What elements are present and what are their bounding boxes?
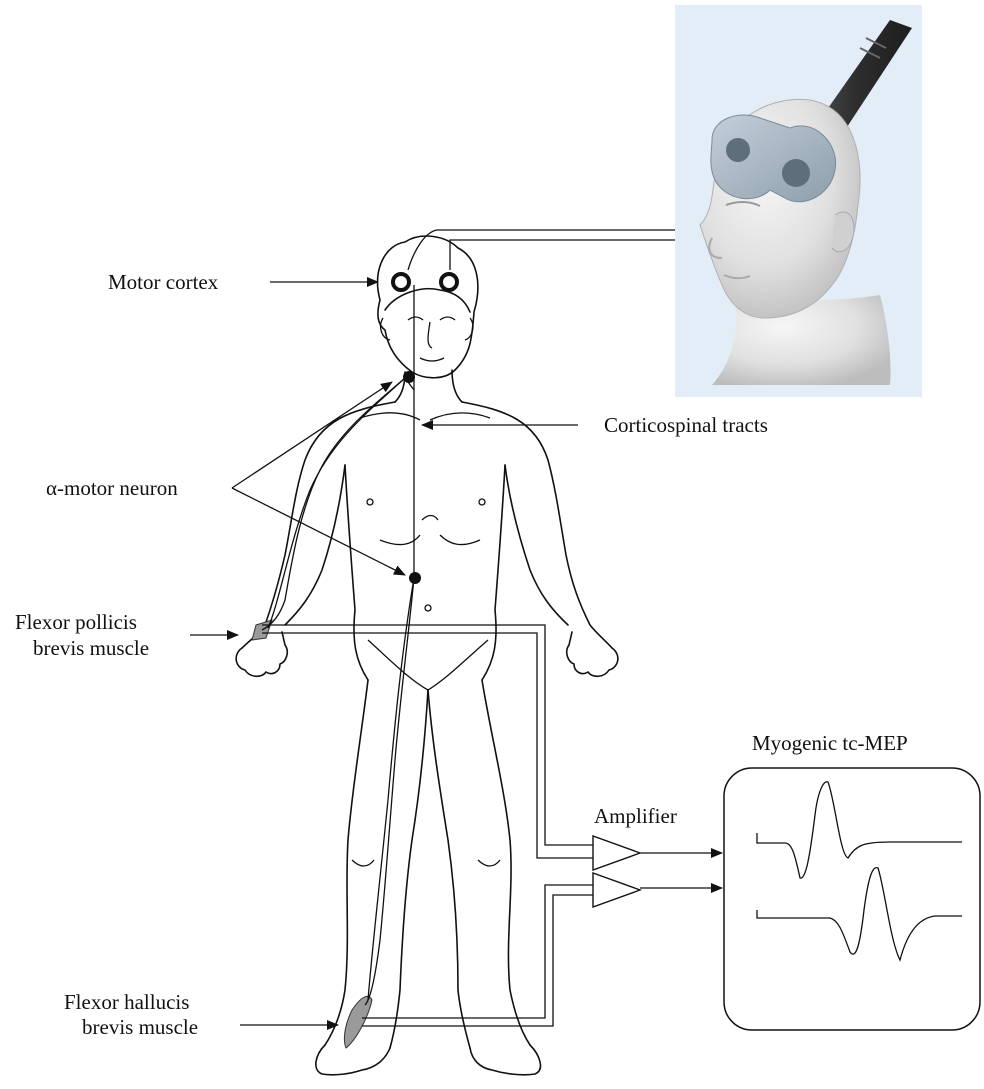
label-alpha-motor-neuron: α-motor neuron — [46, 476, 178, 500]
sternum-mark — [422, 516, 438, 521]
label-flexor-pollicis-1: Flexor pollicis — [15, 610, 137, 634]
eyes — [408, 317, 455, 320]
upper-alpha-motor-neuron — [403, 371, 415, 383]
clavicles — [360, 413, 490, 420]
coil-left-hole — [726, 138, 750, 162]
right-hand — [567, 632, 618, 676]
arrow-neuron-lower — [232, 488, 405, 575]
coil-right-hole — [782, 159, 810, 187]
label-amplifier: Amplifier — [594, 804, 677, 828]
right-arm-outer — [462, 402, 612, 648]
amplifier-upper — [593, 836, 640, 870]
label-flexor-hallucis-1: Flexor hallucis — [64, 990, 189, 1014]
right-leg-inner — [428, 690, 470, 1048]
right-foot — [470, 1045, 540, 1075]
ribcage-lines — [380, 535, 480, 545]
hairline — [385, 289, 470, 312]
label-flexor-pollicis-2: brevis muscle — [33, 636, 149, 660]
knees — [352, 860, 500, 866]
hand-recording-wire-b — [262, 633, 593, 858]
left-leg-outer — [325, 680, 368, 1045]
lower-alpha-motor-neuron — [409, 572, 421, 584]
human-body-outline — [236, 236, 618, 1075]
right-arm-inner — [505, 465, 568, 625]
foot-recording-wire-a — [362, 885, 593, 1018]
nose-line — [428, 322, 432, 348]
head-outline — [378, 236, 478, 378]
label-flexor-hallucis-2: brevis muscle — [82, 1015, 198, 1039]
right-leg-outer — [482, 680, 530, 1045]
tms-coil-illustration — [675, 5, 922, 397]
groin-lines — [368, 640, 488, 690]
arm-nerve-2 — [268, 378, 405, 628]
stim-wire-2 — [450, 240, 675, 270]
flexor-hallucis-muscle — [344, 996, 372, 1048]
left-arm-outer — [242, 402, 395, 648]
label-motor-cortex: Motor cortex — [108, 270, 219, 294]
right-nipple — [479, 499, 485, 505]
torso-right — [482, 465, 505, 680]
recording-wires — [262, 625, 593, 1026]
left-foot — [316, 1045, 390, 1075]
stim-electrode-right — [441, 274, 457, 290]
amplifier-lower — [593, 873, 640, 907]
hand-recording-wire-a — [262, 625, 593, 845]
foot-recording-wire-b — [362, 895, 593, 1026]
stim-wire-1 — [408, 230, 675, 270]
mouth-line — [420, 358, 444, 361]
stim-electrode-left — [393, 274, 409, 290]
arrow-neuron-upper — [232, 382, 392, 488]
torso-left — [345, 465, 368, 680]
stimulator-wires — [408, 230, 675, 270]
ears — [381, 318, 473, 340]
label-myogenic-tc-mep: Myogenic tc-MEP — [752, 731, 908, 755]
arm-nerve — [262, 378, 405, 630]
label-corticospinal-tracts: Corticospinal tracts — [604, 413, 768, 437]
mep-display-box — [724, 768, 980, 1030]
left-leg-inner — [390, 690, 428, 1048]
left-arm-inner — [285, 465, 345, 625]
left-nipple — [367, 499, 373, 505]
leg-nerve — [365, 578, 414, 1005]
navel — [425, 605, 431, 611]
